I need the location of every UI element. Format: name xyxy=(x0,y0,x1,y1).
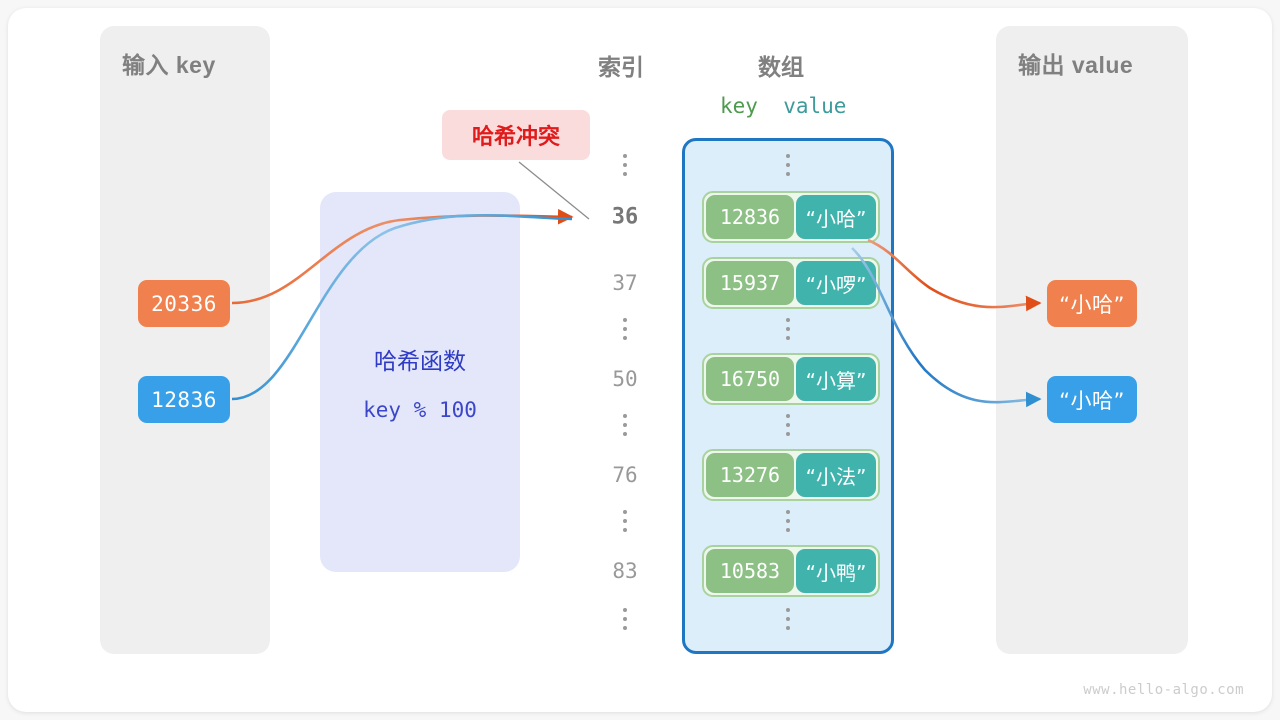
output-value-0[interactable]: “小哈” xyxy=(1047,280,1137,327)
array-pair-1-value: “小啰” xyxy=(796,261,876,305)
input-key-1-label: 12836 xyxy=(151,387,217,412)
output-panel-title: 输出 value xyxy=(1018,52,1134,78)
input-key-0[interactable]: 20336 xyxy=(138,280,230,327)
collision-label: 哈希冲突 xyxy=(471,125,560,150)
array-dots-4 xyxy=(778,608,798,634)
array-dots-3 xyxy=(778,510,798,536)
array-pair-0-value: “小哈” xyxy=(796,195,876,239)
output-panel xyxy=(996,26,1188,654)
output-value-1[interactable]: “小哈” xyxy=(1047,376,1137,423)
array-pair-1-key: 15937 xyxy=(706,261,794,305)
hash-function-box: 哈希函数 key % 100 xyxy=(320,192,520,572)
array-pair-3-key: 13276 xyxy=(706,453,794,497)
array-pair-2[interactable]: 16750 “小算” xyxy=(702,353,880,405)
input-key-1[interactable]: 12836 xyxy=(138,376,230,423)
array-value-header: value xyxy=(783,94,847,118)
array-pair-3[interactable]: 13276 “小法” xyxy=(702,449,880,501)
hash-function-title: 哈希函数 xyxy=(374,349,466,375)
array-pair-1[interactable]: 15937 “小啰” xyxy=(702,257,880,309)
index-dots-3 xyxy=(615,510,635,536)
collision-badge: 哈希冲突 xyxy=(442,110,590,160)
array-dots-1 xyxy=(778,318,798,344)
hash-function-expression: key % 100 xyxy=(363,398,477,422)
index-dots-0 xyxy=(615,154,635,180)
array-pair-4-value: “小鸭” xyxy=(796,549,876,593)
input-panel-title: 输入 key xyxy=(122,52,216,78)
array-key-header: key xyxy=(720,94,758,118)
output-value-1-label: “小哈” xyxy=(1059,388,1125,413)
index-item-76: 76 xyxy=(612,463,638,487)
index-dots-1 xyxy=(615,318,635,344)
array-pair-3-value: “小法” xyxy=(796,453,876,497)
watermark: www.hello-algo.com xyxy=(1083,682,1244,698)
array-pair-0-key: 12836 xyxy=(706,195,794,239)
output-value-0-label: “小哈” xyxy=(1059,292,1125,317)
index-item-36: 36 xyxy=(611,204,639,230)
index-dots-4 xyxy=(615,608,635,634)
input-key-0-label: 20336 xyxy=(151,291,217,316)
index-column-title: 索引 xyxy=(598,54,644,80)
array-column-title: 数组 xyxy=(758,54,804,80)
index-dots-2 xyxy=(615,414,635,440)
input-panel xyxy=(100,26,270,654)
array-kv-header: key__value xyxy=(720,94,846,118)
index-item-83: 83 xyxy=(612,559,638,583)
array-pair-4-key: 10583 xyxy=(706,549,794,593)
array-pair-2-value: “小算” xyxy=(796,357,876,401)
array-dots-0 xyxy=(778,154,798,180)
array-pair-2-key: 16750 xyxy=(706,357,794,401)
array-pair-4[interactable]: 10583 “小鸭” xyxy=(702,545,880,597)
index-item-37: 37 xyxy=(612,271,638,295)
index-item-50: 50 xyxy=(612,367,638,391)
array-pair-0[interactable]: 12836 “小哈” xyxy=(702,191,880,243)
array-dots-2 xyxy=(778,414,798,440)
